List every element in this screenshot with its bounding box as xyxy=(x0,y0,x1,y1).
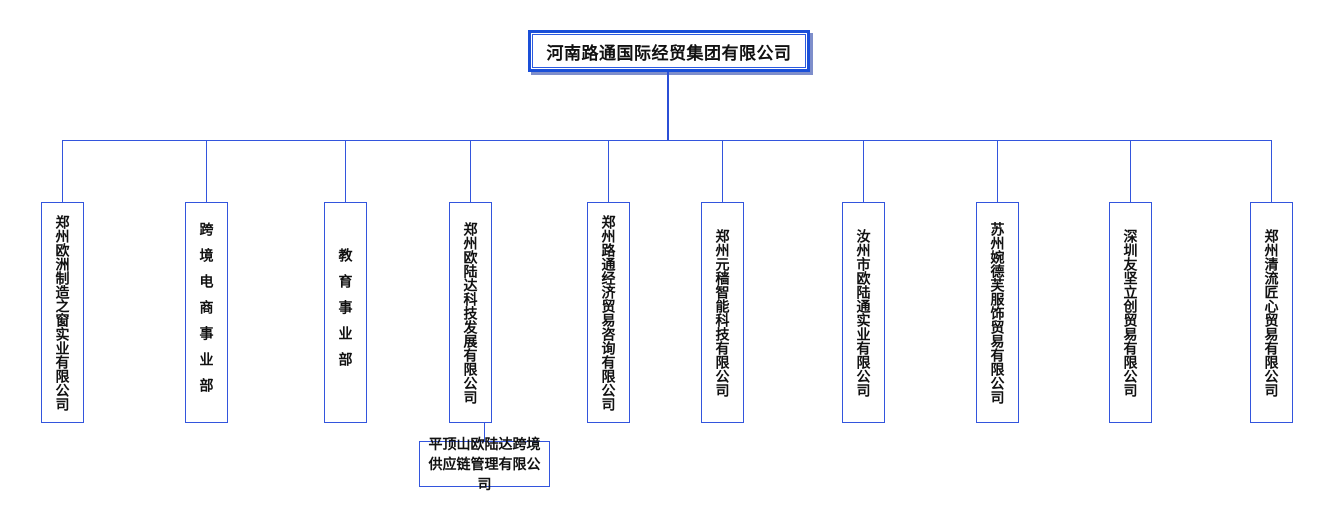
org-node-s1-label: 平顶山欧陆达跨境供应链管理有限公司 xyxy=(428,435,541,493)
connector-drop-c1 xyxy=(62,140,63,202)
org-node-c7[interactable]: 汝州市欧陆通实业有限公司 xyxy=(842,202,885,423)
connector-drop-c5 xyxy=(608,140,609,202)
connector-drop-c10 xyxy=(1271,140,1272,202)
org-node-c1[interactable]: 郑州欧洲制造之窗实业有限公司 xyxy=(41,202,84,423)
connector-drop-c3 xyxy=(345,140,346,202)
connector-drop-c4 xyxy=(470,140,471,202)
org-node-c8-label: 苏州婉德芙服饰贸易有限公司 xyxy=(989,221,1006,404)
org-node-c9[interactable]: 深圳友坚立创贸易有限公司 xyxy=(1109,202,1152,423)
org-node-root-label: 河南路通国际经贸集团有限公司 xyxy=(546,43,792,63)
org-node-root[interactable]: 河南路通国际经贸集团有限公司 xyxy=(528,30,810,72)
org-node-c1-label: 郑州欧洲制造之窗实业有限公司 xyxy=(54,214,71,411)
org-node-c10-label: 郑州清流匠心贸易有限公司 xyxy=(1263,228,1280,397)
connector-drop-c9 xyxy=(1130,140,1131,202)
connector-drop-c6 xyxy=(722,140,723,202)
org-node-c10[interactable]: 郑州清流匠心贸易有限公司 xyxy=(1250,202,1293,423)
org-node-c9-label: 深圳友坚立创贸易有限公司 xyxy=(1122,228,1139,397)
org-node-c2-label: 跨境电商事业部 xyxy=(198,221,215,404)
org-node-c7-label: 汝州市欧陆通实业有限公司 xyxy=(855,228,872,397)
org-node-c3-label: 教育事业部 xyxy=(337,247,354,378)
org-node-c5[interactable]: 郑州路通经济贸易咨询有限公司 xyxy=(587,202,630,423)
org-node-c4-label: 郑州欧陆达科技发展有限公司 xyxy=(462,221,479,404)
connector-root-stem xyxy=(667,72,669,140)
connector-drop-c2 xyxy=(206,140,207,202)
org-node-c6-label: 郑州元穑智能科技有限公司 xyxy=(714,228,731,397)
connector-horizontal-bus xyxy=(62,140,1272,141)
org-node-c2[interactable]: 跨境电商事业部 xyxy=(185,202,228,423)
org-node-c8[interactable]: 苏州婉德芙服饰贸易有限公司 xyxy=(976,202,1019,423)
org-node-c3[interactable]: 教育事业部 xyxy=(324,202,367,423)
org-node-c5-label: 郑州路通经济贸易咨询有限公司 xyxy=(600,214,617,411)
org-node-s1[interactable]: 平顶山欧陆达跨境供应链管理有限公司 xyxy=(419,436,550,492)
connector-drop-subnode-s1 xyxy=(484,423,485,441)
connector-drop-c8 xyxy=(997,140,998,202)
org-node-c6[interactable]: 郑州元穑智能科技有限公司 xyxy=(701,202,744,423)
org-node-c4[interactable]: 郑州欧陆达科技发展有限公司 xyxy=(449,202,492,423)
connector-drop-c7 xyxy=(863,140,864,202)
